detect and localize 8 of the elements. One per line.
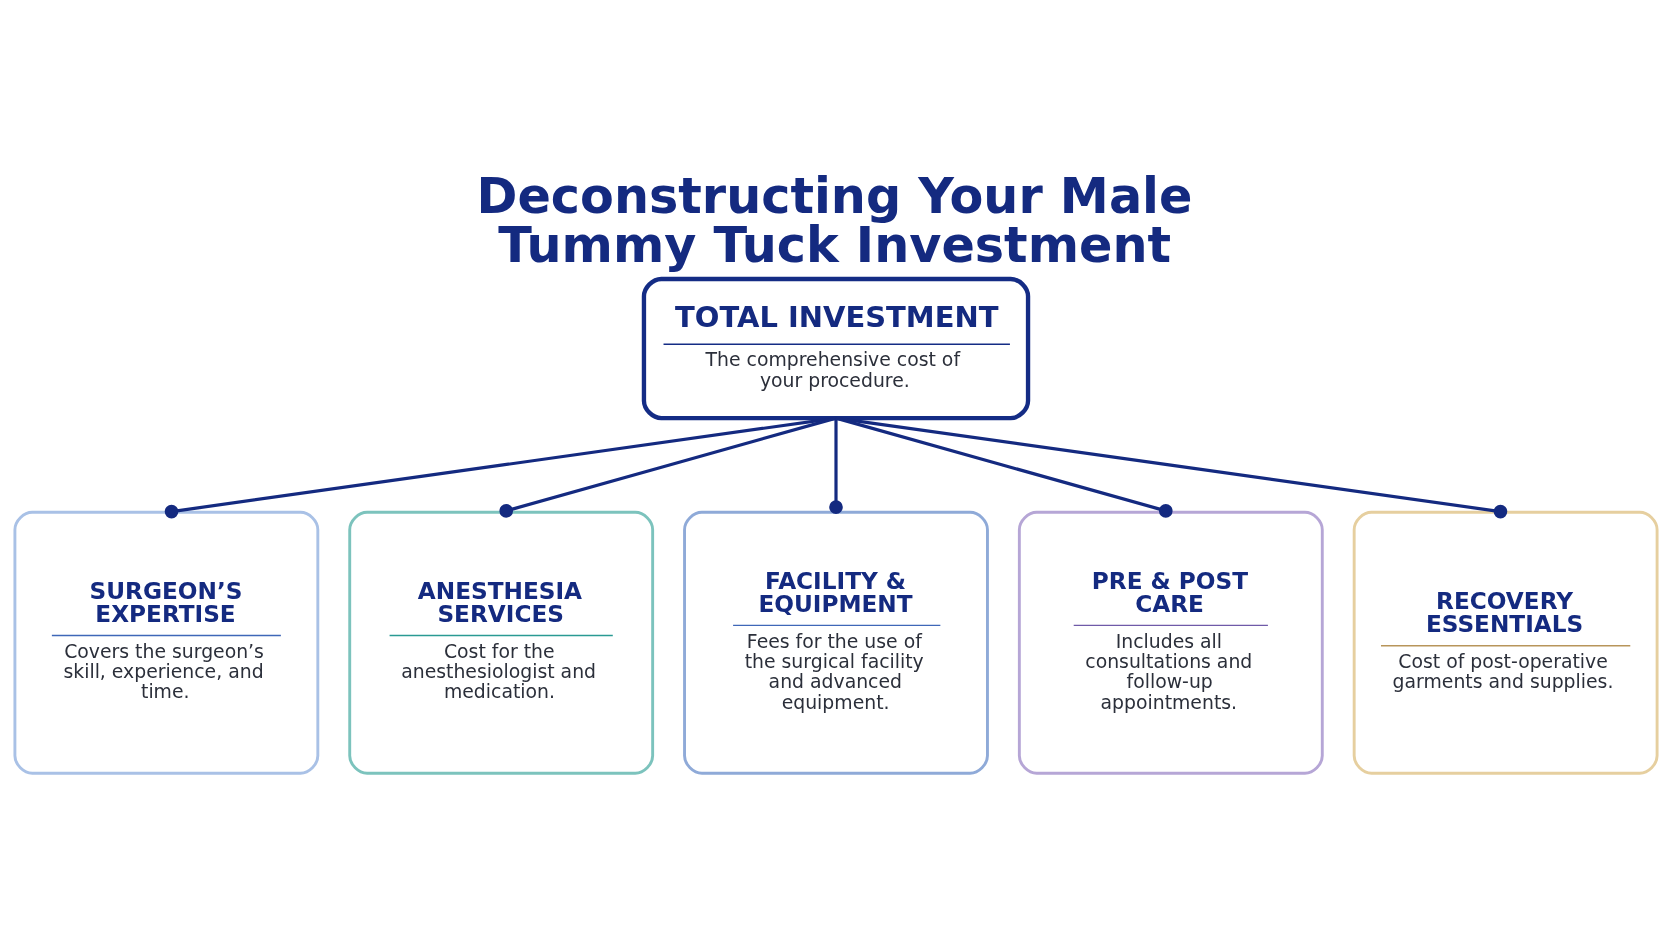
- diagram-title: Deconstructing Your Male Tummy Tuck Investment: [476, 166, 1193, 274]
- node-box: TOTAL INVESTMENT The comprehensive cost of your procedure.: [641, 276, 1031, 420]
- node-box: PRE & POST CARE Includes all consultations and follow-up appointments.: [1017, 510, 1324, 775]
- node-box: FACILITY & EQUIPMENT Fees for the use of the surgical facility and advanced equipment.: [683, 510, 989, 775]
- node-box: ANESTHESIA SERVICES Cost for the anesthesiologist and medication.: [348, 510, 655, 775]
- connector: [829, 417, 843, 514]
- node-box: SURGEON’S EXPERTISE Covers the surgeon’s skill, experience, and time.: [13, 510, 320, 775]
- node-box: RECOVERY ESSENTIALS Cost of post-operative garments and supplies.: [1352, 510, 1659, 775]
